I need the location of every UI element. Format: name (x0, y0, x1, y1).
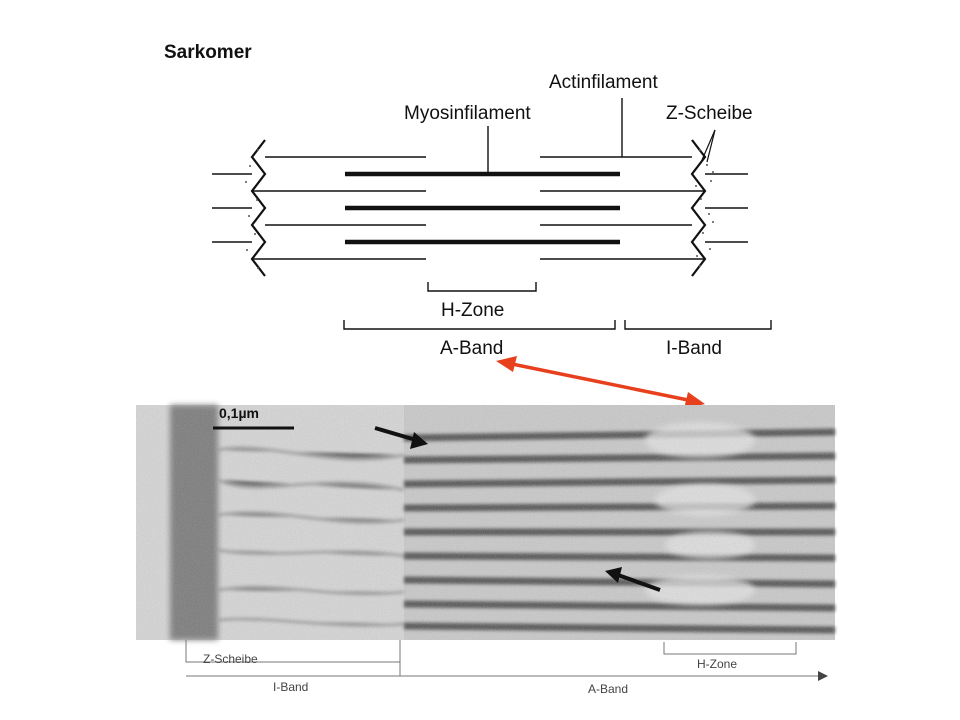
schematic-title: Sarkomer (164, 42, 252, 63)
z-disc-label: Z-Scheibe (666, 103, 753, 124)
micrograph-h-zone-label: H-Zone (697, 657, 737, 671)
actin-filaments-left (252, 156, 426, 260)
z-disc-left (250, 139, 267, 277)
a-band-bracket (343, 320, 616, 330)
pointer-arrow-bottom (605, 567, 661, 592)
pointer-arrow-top (374, 426, 428, 449)
micrograph-a-band-label: A-Band (588, 682, 628, 696)
h-zone-bracket (427, 282, 537, 292)
schematic-diagram: Sarkomer (164, 42, 772, 359)
z-disc-right-stipple (695, 149, 714, 267)
micrograph-i-band-label: I-Band (273, 680, 308, 694)
myosin-label: Myosinfilament (404, 103, 531, 124)
micrograph-z-disc-label: Z-Scheibe (203, 652, 258, 666)
actin-filaments-right (540, 156, 705, 260)
i-band-label: I-Band (666, 338, 722, 359)
external-filament-stubs (212, 173, 748, 243)
z-disc-leader-2 (706, 129, 716, 163)
z-disc-leader-1 (701, 129, 716, 161)
scale-bar-label: 0,1µm (219, 405, 259, 421)
z-disc-left-stipple (245, 149, 259, 269)
actin-label: Actinfilament (549, 72, 658, 93)
micrograph-annotations: Z-Scheibe I-Band A-Band H-Zone (185, 640, 828, 696)
myosin-filaments (345, 171, 620, 245)
electron-micrograph: 0,1µm (136, 405, 836, 640)
h-zone-label: H-Zone (441, 300, 504, 321)
a-band-label: A-Band (440, 338, 503, 359)
i-band-bracket (624, 320, 772, 330)
z-disc-right (690, 139, 707, 277)
connector-arrow (496, 356, 705, 409)
